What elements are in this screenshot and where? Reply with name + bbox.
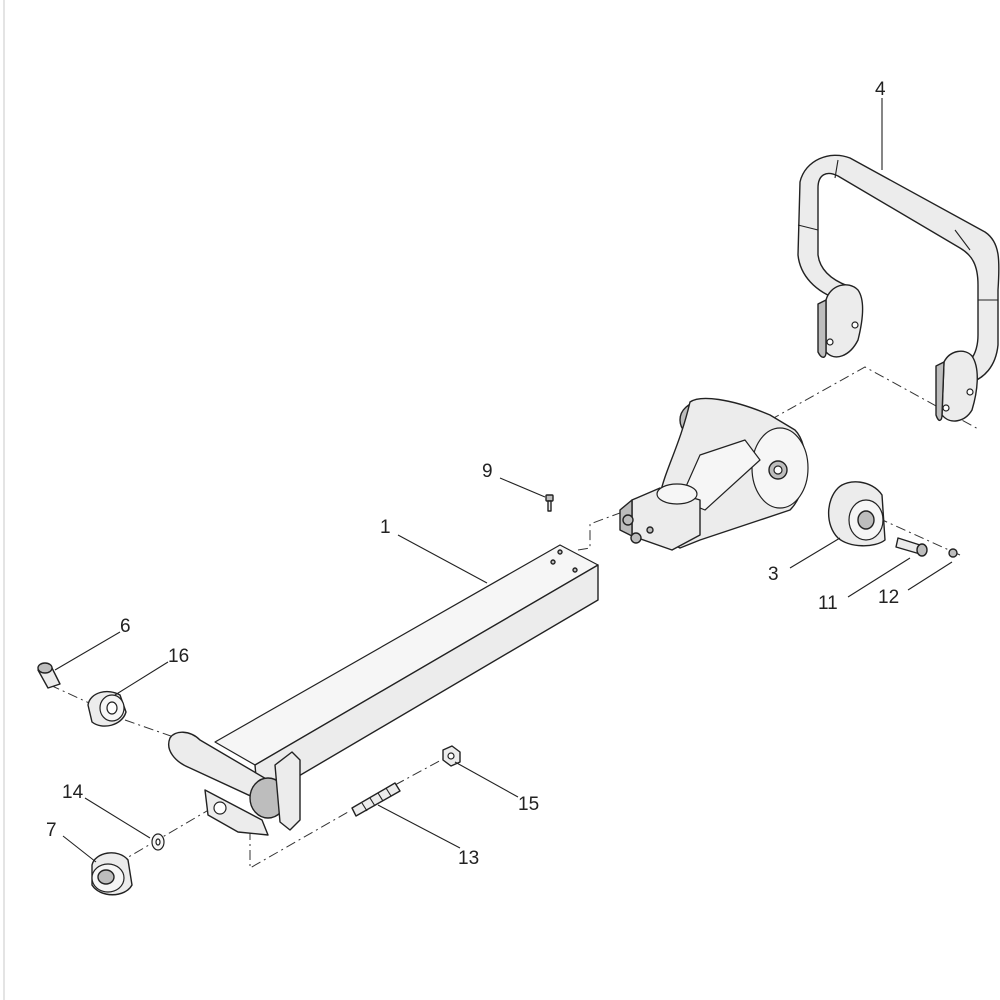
part-13-threaded-rod	[351, 782, 401, 817]
plate-hole	[826, 338, 834, 346]
part-3-roller	[827, 481, 886, 547]
part-1-main-beam	[214, 544, 599, 801]
part-4-handle-bar	[797, 154, 1000, 422]
part-11-bolt	[895, 537, 928, 557]
callout-9: 9	[482, 461, 493, 482]
part-7-end-cap	[91, 852, 133, 896]
assembly-centerlines	[49, 366, 981, 869]
part-6-small-sleeve	[37, 662, 61, 689]
callout-6: 6	[120, 616, 131, 637]
plate-hole	[966, 388, 974, 396]
callout-13: 13	[458, 848, 479, 869]
plate-hole	[942, 404, 950, 412]
beam-end-tube	[168, 731, 301, 836]
plate-hole	[851, 321, 859, 329]
callout-16: 16	[168, 646, 189, 667]
callout-7: 7	[46, 820, 57, 841]
part-12-screw	[948, 548, 958, 558]
callout-leaders	[54, 98, 953, 863]
callout-15: 15	[518, 794, 539, 815]
callout-14: 14	[62, 782, 84, 803]
part-16-bushing	[87, 690, 127, 727]
head-yoke-assembly	[619, 397, 809, 551]
callout-labels: 1 3 4 6 7 9 11 12 13 14 15 16	[46, 79, 899, 869]
callout-11: 11	[818, 593, 838, 614]
callout-12: 12	[878, 587, 899, 608]
part-14-washer	[151, 833, 165, 851]
callout-1: 1	[380, 517, 391, 538]
part-9-screw	[545, 494, 554, 512]
callout-4: 4	[875, 79, 886, 100]
part-15-nut	[442, 745, 461, 767]
callout-3: 3	[768, 564, 779, 585]
